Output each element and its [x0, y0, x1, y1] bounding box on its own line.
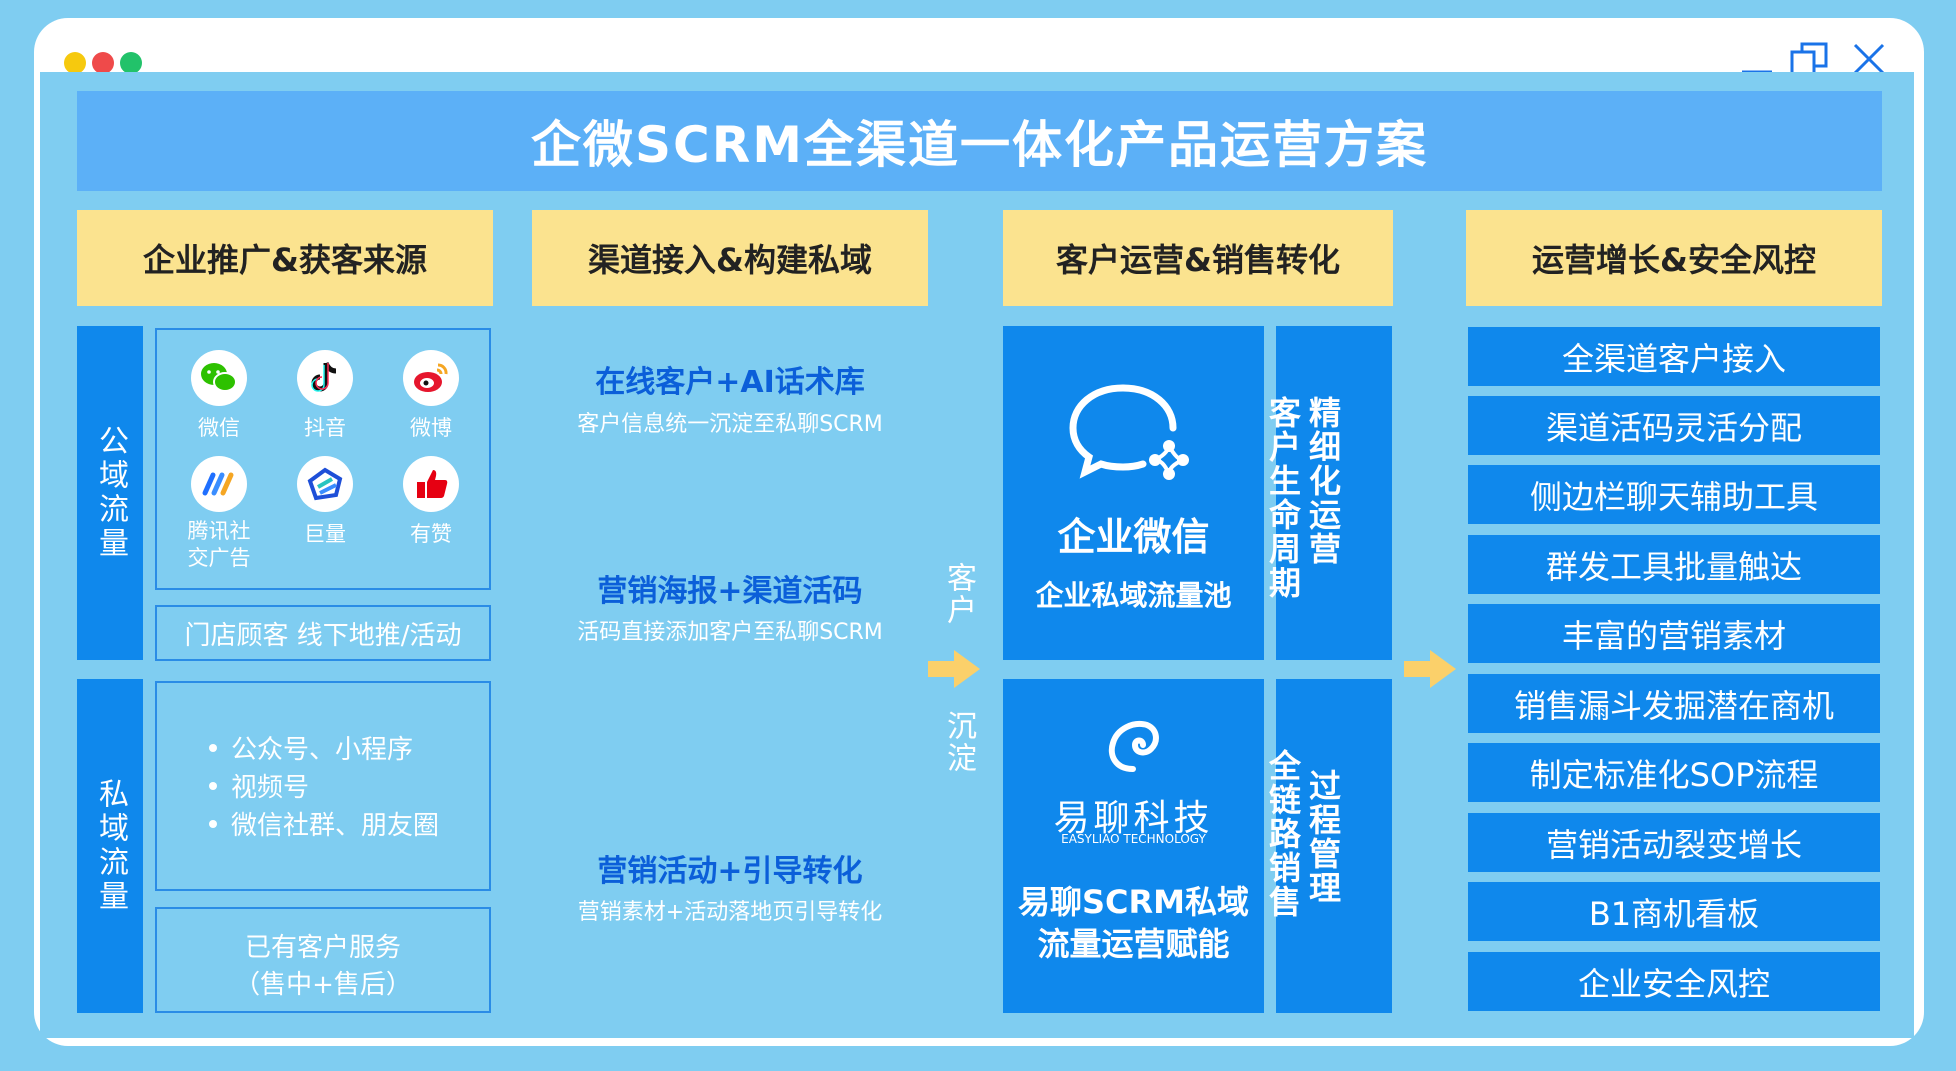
fullchain-left: 全链路销售	[1264, 749, 1302, 919]
growth-item: 群发工具批量触达	[1468, 535, 1880, 594]
easyliao-desc-line2: 流量运营赋能	[1037, 925, 1230, 963]
wecom-desc: 企业私域流量池	[1035, 579, 1232, 612]
public-domain-label: 公域流量	[77, 326, 143, 660]
easyliao-desc-line1: 易聊SCRM私域	[1017, 883, 1250, 921]
growth-item: 侧边栏聊天辅助工具	[1468, 465, 1880, 524]
minimize-dot-icon[interactable]	[64, 52, 86, 74]
channel-3-sub: 营销素材+活动落地页引导转化	[577, 900, 883, 925]
minimize-icon[interactable]	[1740, 42, 1774, 76]
private-domain-label: 私域流量	[77, 679, 143, 1013]
wecom-name: 企业微信	[1057, 515, 1210, 559]
juliang-icon	[297, 456, 353, 512]
channel-2-sub: 活码直接添加客户至私聊SCRM	[577, 620, 883, 645]
tencent-ads-icon	[191, 456, 247, 512]
maximize-dot-icon[interactable]	[120, 52, 142, 74]
private-item: 公众号、小程序	[209, 731, 489, 769]
channel-2-title: 营销海报+渠道活码	[597, 574, 863, 609]
growth-item: 丰富的营销素材	[1468, 604, 1880, 663]
flow-label-bottom: 沉淀	[941, 710, 976, 774]
fullchain-right: 过程管理	[1304, 769, 1342, 905]
service-line1: 已有客户服务	[244, 933, 401, 963]
public-platforms-box	[155, 328, 491, 590]
close-icon[interactable]	[1852, 42, 1886, 76]
lifecycle-card: 精细化运营 客户生命周期	[1264, 326, 1392, 660]
growth-item: 营销活动裂变增长	[1468, 813, 1880, 872]
platform-weibo-label: 微博	[410, 416, 452, 440]
channel-1-title: 在线客户+AI话术库	[595, 365, 865, 400]
channel-1-sub: 客户信息统一沉淀至私聊SCRM	[577, 412, 883, 437]
wecom-card: 企业微信 企业私域流量池	[1003, 326, 1264, 660]
service-line2: （售中+售后）	[234, 970, 412, 1000]
channel-3-title: 营销活动+引导转化	[597, 854, 863, 889]
growth-item: 全渠道客户接入	[1468, 327, 1880, 386]
lifecycle-left: 客户生命周期	[1264, 396, 1302, 600]
platform-tencent-ads[interactable]: 腾讯社交广告	[174, 456, 264, 572]
platform-youzan-label: 有赞	[410, 522, 452, 546]
wechat-icon	[191, 350, 247, 406]
header-operations: 客户运营&销售转化	[1003, 210, 1393, 306]
platform-wechat-label: 微信	[198, 416, 240, 440]
platform-douyin[interactable]: 抖音	[280, 350, 370, 442]
growth-item: 渠道活码灵活分配	[1468, 396, 1880, 455]
growth-item: B1商机看板	[1468, 882, 1880, 941]
offline-source: 门店顾客 线下地推/活动	[155, 605, 491, 661]
private-item: 微信社群、朋友圈	[209, 807, 489, 845]
private-channels-box: 公众号、小程序 视频号 微信社群、朋友圈	[155, 681, 491, 891]
easyliao-logo-en: EASYLIAO TECHNOLOGY	[1061, 832, 1206, 846]
easyliao-logo-icon	[1108, 721, 1159, 772]
growth-item: 销售漏斗发掘潜在商机	[1468, 674, 1880, 733]
header-growth: 运营增长&安全风控	[1466, 210, 1882, 306]
weibo-icon	[403, 350, 459, 406]
header-channels: 渠道接入&构建私域	[532, 210, 928, 306]
douyin-icon	[297, 350, 353, 406]
growth-item: 制定标准化SOP流程	[1468, 743, 1880, 802]
platform-douyin-label: 抖音	[304, 416, 346, 440]
platform-youzan[interactable]: 有赞	[386, 456, 476, 548]
platform-juliang-label: 巨量	[304, 522, 346, 546]
page-title: 企微SCRM全渠道一体化产品运营方案	[77, 91, 1882, 191]
platform-tencent-ads-label: 腾讯社交广告	[187, 519, 251, 570]
flow-label-top: 客户	[941, 562, 976, 626]
easyliao-card: 易聊科技 EASYLIAO TECHNOLOGY 易聊SCRM私域 流量运营赋能	[1003, 679, 1264, 1013]
easyliao-logo-cn: 易聊科技	[1053, 798, 1214, 839]
close-dot-icon[interactable]	[92, 52, 114, 74]
flow-arrow-icon	[928, 650, 980, 688]
wecom-logo-icon	[1069, 384, 1189, 480]
growth-item: 企业安全风控	[1468, 952, 1880, 1011]
existing-customer-service: 已有客户服务 （售中+售后）	[155, 907, 491, 1013]
private-item: 视频号	[209, 769, 489, 807]
platform-wechat[interactable]: 微信	[174, 350, 264, 442]
growth-arrow-icon	[1404, 650, 1456, 688]
platform-juliang[interactable]: 巨量	[280, 456, 370, 548]
youzan-icon	[403, 456, 459, 512]
lifecycle-right: 精细化运营	[1304, 396, 1342, 566]
platform-weibo[interactable]: 微博	[386, 350, 476, 442]
fullchain-card: 过程管理 全链路销售	[1264, 679, 1392, 1013]
header-acquisition: 企业推广&获客来源	[77, 210, 493, 306]
